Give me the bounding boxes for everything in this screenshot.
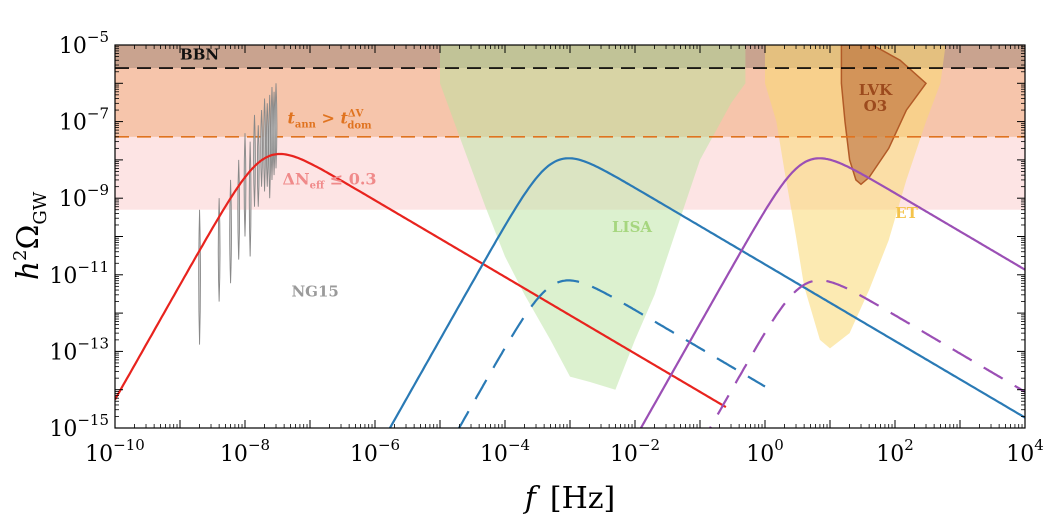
sensitivity-regions — [440, 45, 946, 390]
spectrum-curve-red — [115, 152, 727, 409]
annotation-ng15-label: NG15 — [291, 283, 338, 301]
x-tick-label: 10−2 — [610, 436, 660, 467]
y-tick-label: 10−15 — [49, 411, 109, 442]
x-axis-label: f[Hz] — [523, 481, 616, 516]
ng15-violin — [243, 133, 247, 237]
annotation-lvk-label-2: O3 — [864, 97, 888, 115]
x-tick-label: 10−8 — [220, 436, 270, 467]
ng15-violin — [253, 114, 256, 207]
annotation-bbn-label: BBN — [180, 45, 219, 63]
ng15-violin — [268, 94, 272, 199]
y-tick-label: 10−5 — [59, 28, 109, 59]
axis-ticks — [114, 44, 1026, 429]
annotation-lvk-label-1: LVK — [859, 81, 893, 99]
ng15-violin — [263, 98, 266, 192]
y-tick-label: 10−7 — [59, 105, 109, 136]
spectrum-curve-blue-solid — [388, 157, 1025, 428]
ng15-violin — [260, 110, 263, 187]
x-tick-label: 102 — [876, 436, 914, 467]
ng15-violins — [198, 83, 278, 345]
ng15-violin — [237, 159, 241, 260]
axis-tick-labels: 10−10 10−8 10−6 10−4 10−2 100 102 104 10−5 10−7 10… — [49, 28, 1043, 467]
x-tick-label: 10−6 — [350, 436, 400, 467]
y-axis-label: h2ΩGW — [10, 191, 51, 280]
spectrum-curve-blue-dashed — [457, 279, 766, 428]
y-tick-label: 10−11 — [49, 258, 109, 289]
spectrum-curves — [115, 152, 1025, 428]
y-tick-label: 10−9 — [59, 181, 109, 212]
spectrum-curve-purple-solid — [639, 157, 1025, 428]
x-tick-label: 10−10 — [85, 436, 145, 467]
ng15-violin — [265, 103, 269, 187]
annotation-et-label: ET — [895, 204, 918, 222]
y-tick-label: 10−13 — [49, 334, 109, 365]
ng15-violin — [256, 125, 260, 207]
ng15-violin — [248, 141, 252, 257]
region-lisa — [440, 45, 746, 390]
x-tick-label: 10−4 — [480, 436, 530, 467]
x-tick-label: 104 — [1006, 436, 1044, 467]
ng15-violin — [274, 83, 278, 169]
ng15-violin — [217, 198, 221, 302]
spectrum-curve-purple-dashed — [708, 279, 1025, 428]
annotation-lisa-label: LISA — [612, 218, 652, 236]
ng15-violin — [229, 179, 232, 284]
x-tick-label: 100 — [746, 436, 784, 467]
ng15-violin — [270, 86, 274, 180]
annotation-neff-label: ΔNeff ≤ 0.3 — [283, 169, 377, 191]
ng15-violin — [198, 209, 201, 345]
threshold-lines — [115, 67, 1025, 138]
